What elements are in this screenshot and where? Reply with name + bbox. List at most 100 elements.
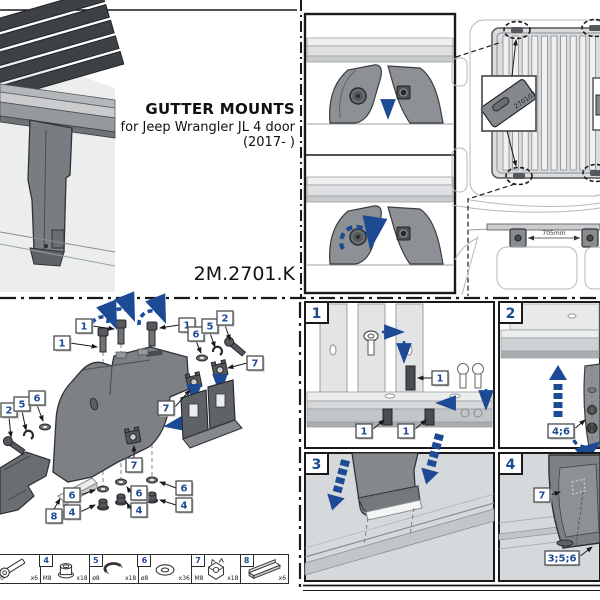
parts-cell-strip: 8 x6 [239, 553, 290, 584]
page-title: GUTTER MOUNTS [145, 100, 295, 118]
knob-icon [349, 87, 367, 105]
dimension-label: 705mm [542, 230, 565, 237]
part-number-badge: 4 [39, 553, 54, 567]
spring-washer-icon [103, 562, 123, 574]
callout: 1 [403, 427, 410, 438]
parts-cell-washer: 6 ø8 x36 [137, 553, 193, 584]
mount-body [52, 346, 190, 483]
callout: 4;6 [552, 427, 570, 438]
side-mount-right [581, 228, 599, 248]
callout: 4 [136, 506, 143, 517]
rotate-arrow-icon [137, 293, 167, 326]
step-number: 4 [506, 457, 516, 473]
callout: 2 [222, 314, 229, 325]
gutter-piece [0, 451, 51, 515]
slide-bolt [363, 330, 379, 356]
bolt-icon [2, 436, 26, 455]
bolt-icon [115, 319, 127, 345]
callout: 2 [6, 406, 13, 417]
part-number-badge: 5 [88, 553, 103, 567]
ghost-bolts [457, 363, 484, 418]
callout: 4 [69, 508, 76, 519]
callout: 6 [181, 484, 188, 495]
dimension: 705mm [528, 230, 580, 241]
knob-icon [349, 228, 367, 246]
exploded-view: 1 1 1 6 5 2 7 7 7 2 5 6 8 6 4 6 4 6 4 [0, 291, 265, 525]
mount-underside [583, 363, 600, 448]
step-panel-3: 3 [304, 431, 495, 582]
callout: 6 [193, 330, 200, 341]
parts-cell-bolt: 8x30 x6 [0, 554, 41, 584]
vehicle-side-view: 705mm [454, 223, 600, 296]
strip-icon [248, 558, 282, 580]
title-block: GUTTER MOUNTS for Jeep Wrangler JL 4 doo… [0, 100, 296, 150]
inset-detail: 270103 [480, 75, 538, 132]
flange-nut-icon [57, 563, 74, 579]
bolt-icon [146, 321, 158, 347]
nut-icon [115, 493, 127, 506]
washer-icon [146, 476, 158, 484]
bolt-icon [224, 336, 247, 357]
closeup-panels [303, 12, 457, 295]
parts-cell-spring-washer: 5 ø8 x18 [88, 553, 140, 584]
part-number-badge: 6 [137, 553, 152, 567]
callout-boxes: 1 1 1 6 5 2 7 7 7 2 5 6 8 6 4 6 4 6 4 [0, 310, 265, 525]
year-range: (2017- ) [242, 135, 295, 150]
part-number: 2M.2701.K [193, 263, 295, 285]
vehicle-top-view: 270103 [451, 18, 600, 296]
callout: 1 [184, 321, 191, 332]
parts-cell-cage-nut: 7 M8 x18 [191, 553, 242, 584]
page-subtitle: for Jeep Wrangler JL 4 door [120, 120, 296, 135]
nut-icon [97, 498, 109, 511]
callout: 7 [539, 491, 546, 502]
callout: 5 [19, 400, 26, 411]
step-panel-1: 1 1 1 1 [304, 301, 495, 449]
callout: 1 [81, 322, 88, 333]
rack-side-rail [486, 223, 600, 231]
vehicle-outline [451, 19, 600, 213]
side-mount-left [509, 228, 527, 248]
spring-washer-icon [22, 429, 34, 440]
washer-icon [196, 354, 208, 362]
parts-cell-nut: 4 M8 x18 [39, 553, 91, 584]
callout: 6 [69, 491, 76, 502]
step-panel-2: 4;6 2 [498, 301, 600, 465]
mount-clamp-detail [548, 454, 600, 549]
callout: 7 [131, 461, 138, 472]
cage-nut-icon [210, 359, 229, 378]
washer-icon [97, 485, 109, 493]
closeup-panel-top [306, 37, 454, 125]
callout: 6 [136, 489, 143, 500]
closeup-panel-bottom [306, 176, 454, 266]
callout: 3;5;6 [548, 554, 577, 565]
callout: 4 [181, 501, 188, 512]
side-body-lines [454, 235, 600, 296]
cage-nut-icon [208, 557, 225, 580]
step-number: 3 [312, 457, 322, 473]
mount-bracket [27, 119, 73, 267]
mount-position-circles [503, 18, 600, 186]
step-number: 1 [312, 306, 322, 322]
socket-bolt-icon [0, 558, 26, 578]
gutter-lines [0, 231, 116, 267]
callout: 1 [437, 374, 444, 385]
gutter-brackets [180, 379, 243, 449]
washer-icon [115, 478, 127, 486]
flat-washer-icon [155, 564, 175, 576]
step-panel-4: 7 3;5;6 4 [498, 452, 600, 582]
rotate-arrow-icon [572, 439, 600, 465]
washer-icon [39, 423, 51, 431]
callout: 7 [252, 359, 259, 370]
part-number-badge: 7 [191, 553, 206, 567]
mount-lowering [351, 452, 423, 521]
parts-table: 8x30 x6 4 M8 x18 5 ø8 x18 6 [0, 553, 290, 584]
mount-3d-render [0, 0, 125, 292]
callout: 5 [207, 322, 214, 333]
rotate-arrow-icon [106, 291, 136, 324]
spring-washer-icon [211, 345, 223, 356]
part-number-badge: 8 [239, 553, 254, 567]
callout: 6 [34, 394, 41, 405]
